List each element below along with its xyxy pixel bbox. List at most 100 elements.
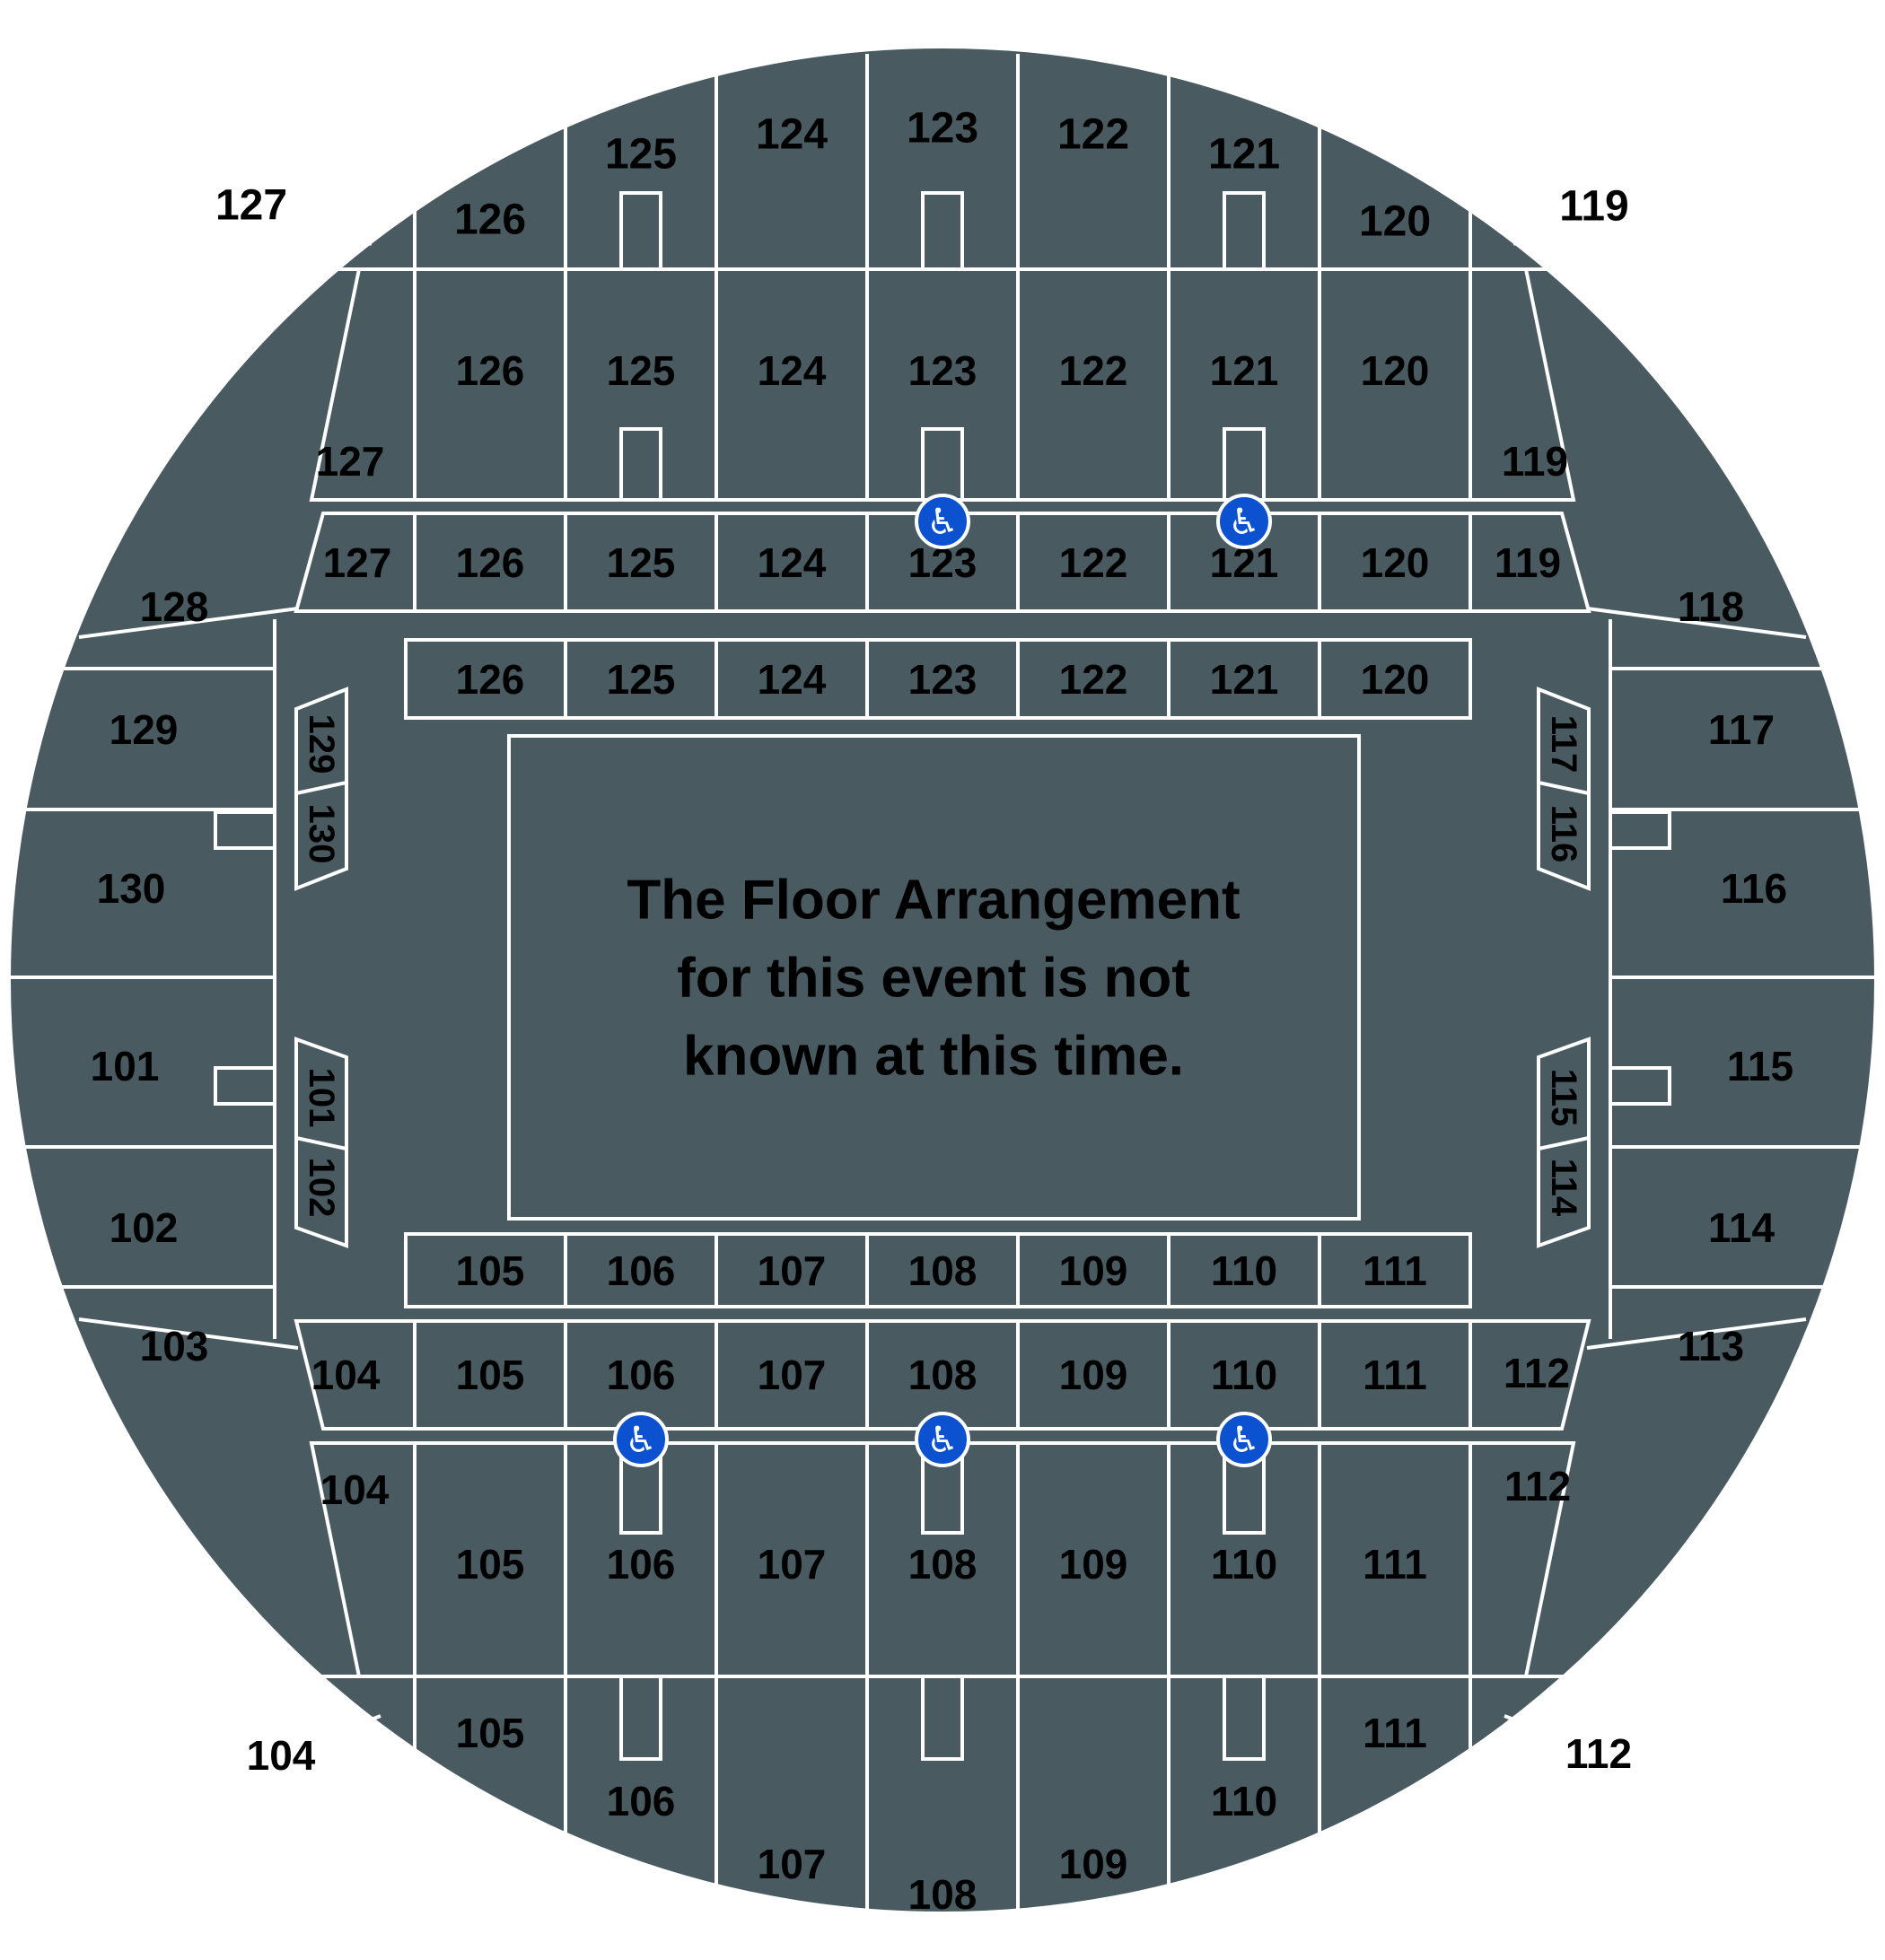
section-111-lower-rim[interactable]: 111: [1363, 1710, 1427, 1756]
section-101-left-inner[interactable]: 101: [302, 1068, 341, 1128]
section-116-right-outer[interactable]: 116: [1721, 865, 1787, 912]
section-104-lower-rim[interactable]: 104: [247, 1732, 316, 1779]
section-118-right-outer[interactable]: 118: [1678, 583, 1744, 630]
section-117-right-inner[interactable]: 117: [1544, 715, 1583, 774]
section-123-upper-inner[interactable]: 123: [908, 656, 978, 703]
section-106-lower-outer[interactable]: 106: [607, 1541, 676, 1588]
tunnel-notch: [1223, 1675, 1266, 1761]
section-111-lower-inner[interactable]: 111: [1363, 1247, 1427, 1294]
lower-inner-outline: [404, 1232, 1472, 1308]
section-107-lower-inner[interactable]: 107: [758, 1247, 827, 1294]
section-110-lower-inner[interactable]: 110: [1211, 1247, 1277, 1294]
section-124-upper-rim[interactable]: 124: [756, 111, 828, 159]
section-121-upper-inner[interactable]: 121: [1210, 656, 1279, 703]
section-111-lower-outer[interactable]: 111: [1363, 1541, 1427, 1588]
tunnel-notch: [214, 1066, 276, 1106]
section-113-right-outer[interactable]: 113: [1678, 1323, 1744, 1369]
section-105-lower-mid[interactable]: 105: [456, 1352, 525, 1398]
section-114-right-outer[interactable]: 114: [1708, 1204, 1775, 1251]
section-130-left-outer[interactable]: 130: [97, 865, 166, 912]
section-129-left-outer[interactable]: 129: [110, 706, 179, 753]
tunnel-notch: [1223, 191, 1266, 271]
section-116-right-inner[interactable]: 116: [1544, 805, 1583, 863]
section-120-upper-outer[interactable]: 120: [1361, 347, 1430, 394]
section-105-lower-outer[interactable]: 105: [456, 1541, 525, 1588]
upper-mid-outline: [294, 512, 1591, 613]
section-108-lower-inner[interactable]: 108: [908, 1247, 978, 1294]
right-wedge-lines: [1586, 607, 1876, 1350]
section-105-lower-rim[interactable]: 105: [456, 1710, 525, 1756]
section-125-upper-rim[interactable]: 125: [605, 131, 677, 179]
section-106-lower-rim[interactable]: 106: [607, 1778, 676, 1824]
section-108-lower-mid[interactable]: 108: [908, 1352, 978, 1398]
section-108-lower-rim[interactable]: 108: [908, 1871, 978, 1918]
section-114-right-inner[interactable]: 114: [1544, 1159, 1583, 1217]
section-101-left-outer[interactable]: 101: [91, 1043, 160, 1089]
section-115-right-inner[interactable]: 115: [1544, 1069, 1583, 1127]
section-105-lower-inner[interactable]: 105: [456, 1247, 525, 1294]
section-103-left-outer[interactable]: 103: [140, 1323, 209, 1369]
section-129-left-inner[interactable]: 129: [302, 714, 341, 774]
section-112-lower-rim[interactable]: 112: [1565, 1730, 1632, 1777]
section-119-upper-outer[interactable]: 119: [1502, 438, 1568, 485]
section-109-lower-rim[interactable]: 109: [1059, 1841, 1128, 1887]
section-124-upper-mid[interactable]: 124: [758, 539, 827, 586]
section-127-upper-mid[interactable]: 127: [323, 539, 392, 586]
section-120-upper-inner[interactable]: 120: [1361, 656, 1430, 703]
section-120-upper-mid[interactable]: 120: [1361, 539, 1430, 586]
tunnel-notch: [921, 191, 964, 271]
section-106-lower-mid[interactable]: 106: [607, 1352, 676, 1398]
section-111-lower-mid[interactable]: 111: [1363, 1352, 1427, 1398]
section-130-left-inner[interactable]: 130: [302, 804, 341, 864]
section-102-left-outer[interactable]: 102: [110, 1204, 179, 1251]
floor-area: [507, 734, 1361, 1221]
upper-mid-column-lines: [413, 513, 1472, 611]
section-109-lower-outer[interactable]: 109: [1059, 1541, 1128, 1588]
section-107-lower-mid[interactable]: 107: [758, 1352, 827, 1398]
section-110-lower-rim[interactable]: 110: [1211, 1778, 1277, 1824]
section-127-upper-outer[interactable]: 127: [316, 438, 385, 485]
section-123-upper-rim[interactable]: 123: [907, 105, 978, 153]
section-117-right-outer[interactable]: 117: [1708, 706, 1775, 753]
section-109-lower-mid[interactable]: 109: [1059, 1352, 1128, 1398]
section-126-upper-mid[interactable]: 126: [456, 539, 525, 586]
section-107-lower-outer[interactable]: 107: [758, 1541, 827, 1588]
tunnel-notch: [619, 191, 662, 271]
section-125-upper-inner[interactable]: 125: [607, 656, 676, 703]
svg-text:♿: ♿: [625, 1420, 657, 1461]
section-123-upper-outer[interactable]: 123: [908, 347, 978, 394]
section-110-lower-mid[interactable]: 110: [1211, 1352, 1277, 1398]
section-122-upper-inner[interactable]: 122: [1059, 656, 1128, 703]
section-108-lower-outer[interactable]: 108: [908, 1541, 978, 1588]
section-106-lower-inner[interactable]: 106: [607, 1247, 676, 1294]
section-125-upper-outer[interactable]: 125: [607, 347, 676, 394]
section-126-upper-rim[interactable]: 126: [454, 197, 526, 244]
section-107-lower-rim[interactable]: 107: [758, 1841, 827, 1887]
section-127-upper-rim[interactable]: 127: [215, 182, 287, 230]
section-122-upper-rim[interactable]: 122: [1057, 111, 1129, 159]
section-124-upper-inner[interactable]: 124: [758, 656, 827, 703]
section-122-upper-outer[interactable]: 122: [1059, 347, 1128, 394]
section-119-upper-rim[interactable]: 119: [1559, 183, 1628, 231]
section-112-lower-mid[interactable]: 112: [1504, 1350, 1570, 1396]
section-122-upper-mid[interactable]: 122: [1059, 539, 1128, 586]
upper-inner-outline: [404, 638, 1472, 720]
section-104-lower-outer[interactable]: 104: [320, 1466, 390, 1513]
section-126-upper-outer[interactable]: 126: [456, 347, 525, 394]
section-121-upper-outer[interactable]: 121: [1210, 347, 1279, 394]
section-121-upper-rim[interactable]: 121: [1208, 131, 1280, 179]
section-124-upper-outer[interactable]: 124: [758, 347, 827, 394]
section-109-lower-inner[interactable]: 109: [1059, 1247, 1128, 1294]
section-112-lower-outer[interactable]: 112: [1504, 1463, 1571, 1509]
section-104-lower-mid[interactable]: 104: [311, 1352, 381, 1398]
section-119-upper-mid[interactable]: 119: [1495, 539, 1561, 586]
section-110-lower-outer[interactable]: 110: [1211, 1541, 1277, 1588]
section-128-left-outer[interactable]: 128: [140, 583, 209, 630]
section-115-right-outer[interactable]: 115: [1727, 1043, 1793, 1089]
section-125-upper-mid[interactable]: 125: [607, 539, 676, 586]
section-120-upper-rim[interactable]: 120: [1359, 198, 1431, 246]
lower-outer-column-lines: [413, 1443, 1472, 1676]
section-102-left-inner[interactable]: 102: [302, 1158, 341, 1218]
wheelchair-icon: ♿: [1216, 1412, 1272, 1467]
section-126-upper-inner[interactable]: 126: [456, 656, 525, 703]
